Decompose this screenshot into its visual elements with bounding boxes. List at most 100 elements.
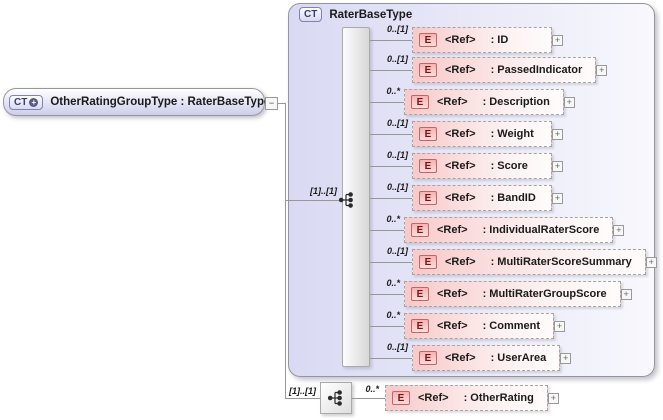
element-box-description[interactable]: E <Ref> : Description xyxy=(404,89,564,115)
expand-button[interactable]: + xyxy=(552,192,563,204)
element-badge: E xyxy=(419,191,437,205)
ref-label: <Ref> xyxy=(445,256,476,268)
connector-line xyxy=(370,262,418,263)
element-name: : Comment xyxy=(482,320,541,332)
extension-sequence-box[interactable] xyxy=(320,382,352,414)
expand-button[interactable]: + xyxy=(554,320,566,332)
complex-type-header: CT RaterBaseType xyxy=(299,7,412,22)
connector-line xyxy=(370,70,418,71)
element-row: E <Ref> : PassedIndicator + xyxy=(412,57,608,83)
ref-label: <Ref> xyxy=(437,320,468,332)
element-badge: E xyxy=(419,127,437,141)
element-name: : OtherRating xyxy=(463,392,534,404)
element-badge: E xyxy=(411,223,429,237)
element-badge: E xyxy=(419,33,437,47)
cardinality-label: 0..* xyxy=(386,214,400,224)
element-row: E<Ref>: MultiRaterGroupScore+ xyxy=(404,281,632,307)
ref-label: <Ref> xyxy=(445,34,476,46)
element-name: : MultiRaterScoreSummary xyxy=(490,256,632,268)
complex-type-plus-badge: CT + xyxy=(9,94,44,110)
element-box-id[interactable]: E <Ref> : ID xyxy=(412,27,552,53)
ref-label: <Ref> xyxy=(437,288,468,300)
connector-line xyxy=(370,198,418,199)
element-row: E <Ref> : Comment + xyxy=(404,313,566,339)
expand-button[interactable]: + xyxy=(552,128,563,140)
connector-line xyxy=(285,398,320,399)
sequence-icon xyxy=(339,192,353,208)
ref-label: <Ref> xyxy=(445,128,476,140)
element-row: E<Ref>: Weight+ xyxy=(412,121,563,147)
complex-type-title: RaterBaseType xyxy=(329,8,413,21)
expand-button[interactable]: + xyxy=(563,96,575,108)
element-name: : Score xyxy=(490,160,528,172)
cardinality-label: 0..* xyxy=(386,86,400,96)
expand-button[interactable]: + xyxy=(620,288,632,300)
cardinality-label: 0..* xyxy=(386,278,400,288)
cardinality-label: 0..[1] xyxy=(386,182,408,192)
expand-button[interactable]: + xyxy=(547,392,559,404)
element-box-weight[interactable]: E<Ref>: Weight xyxy=(412,121,552,147)
connector-line xyxy=(370,166,418,167)
element-name: : MultiRaterGroupScore xyxy=(482,288,607,300)
extension-sequence-cardinality-label: [1]..[1] xyxy=(289,386,316,396)
element-name: : IndividualRaterScore xyxy=(482,224,600,236)
element-name: : ID xyxy=(490,34,509,46)
element-box-userarea[interactable]: E<Ref>: UserArea xyxy=(412,345,561,371)
connector-line xyxy=(370,358,418,359)
connector-line xyxy=(370,134,418,135)
cardinality-label: 0..[1] xyxy=(386,150,408,160)
cardinality-label: 0..[1] xyxy=(386,246,408,256)
element-name: : BandID xyxy=(490,192,536,204)
connector-line xyxy=(370,294,410,295)
cardinality-label: 0..[1] xyxy=(386,24,408,34)
ref-label: <Ref> xyxy=(418,392,449,404)
connector-line xyxy=(278,103,286,104)
element-name: : Description xyxy=(482,96,550,108)
element-box-comment[interactable]: E <Ref> : Comment xyxy=(404,313,555,339)
plus-circle-icon: + xyxy=(29,97,39,107)
element-row: E <Ref> : Description + xyxy=(404,89,575,115)
expand-button[interactable]: + xyxy=(552,160,563,172)
expand-button[interactable]: + xyxy=(560,352,572,364)
element-row: E <Ref> : IndividualRaterScore + xyxy=(404,217,625,243)
expand-button[interactable]: + xyxy=(613,224,625,236)
ref-label: <Ref> xyxy=(445,64,476,76)
sequence-bar xyxy=(342,27,370,367)
cardinality-label: 0..* xyxy=(386,310,400,320)
element-box-individualraterscore[interactable]: E <Ref> : IndividualRaterScore xyxy=(404,217,614,243)
element-badge: E xyxy=(411,319,429,333)
connector-line xyxy=(285,103,286,399)
element-name: : PassedIndicator xyxy=(490,64,583,76)
global-type-box[interactable]: CT + OtherRatingGroupType : RaterBaseTyp… xyxy=(3,88,270,116)
ref-label: <Ref> xyxy=(445,192,476,204)
element-box-bandid[interactable]: E <Ref> : BandID xyxy=(412,185,552,211)
connector-line xyxy=(370,326,410,327)
connector-line xyxy=(352,398,385,399)
element-badge: E xyxy=(419,255,437,269)
expand-button[interactable]: + xyxy=(645,256,657,268)
element-box-passedindicator[interactable]: E <Ref> : PassedIndicator xyxy=(412,57,597,83)
element-badge: E xyxy=(411,95,429,109)
element-box-multiratergroupscore[interactable]: E<Ref>: MultiRaterGroupScore xyxy=(404,281,621,307)
element-box-score[interactable]: E <Ref> : Score xyxy=(412,153,552,179)
element-box-multiraterscoresummary[interactable]: E <Ref> : MultiRaterScoreSummary xyxy=(412,249,646,275)
element-badge: E xyxy=(419,351,437,365)
sequence-cardinality-label: [1]..[1] xyxy=(310,186,337,196)
ref-label: <Ref> xyxy=(437,224,468,236)
element-badge: E xyxy=(392,391,410,405)
collapse-button[interactable]: − xyxy=(265,97,278,110)
connector-line xyxy=(370,230,410,231)
element-badge: E xyxy=(419,63,437,77)
expand-button[interactable]: + xyxy=(596,64,608,76)
element-row: E <Ref> : BandID + xyxy=(412,185,563,211)
ref-label: <Ref> xyxy=(445,352,476,364)
ref-label: <Ref> xyxy=(445,160,476,172)
connector-line xyxy=(370,40,418,41)
element-row: E <Ref> : ID + xyxy=(412,27,563,53)
element-badge: E xyxy=(419,159,437,173)
element-box-otherrating[interactable]: E <Ref> : OtherRating xyxy=(385,385,548,411)
element-row: E <Ref> : Score + xyxy=(412,153,563,179)
expand-button[interactable]: + xyxy=(552,34,563,46)
ref-label: <Ref> xyxy=(437,96,468,108)
